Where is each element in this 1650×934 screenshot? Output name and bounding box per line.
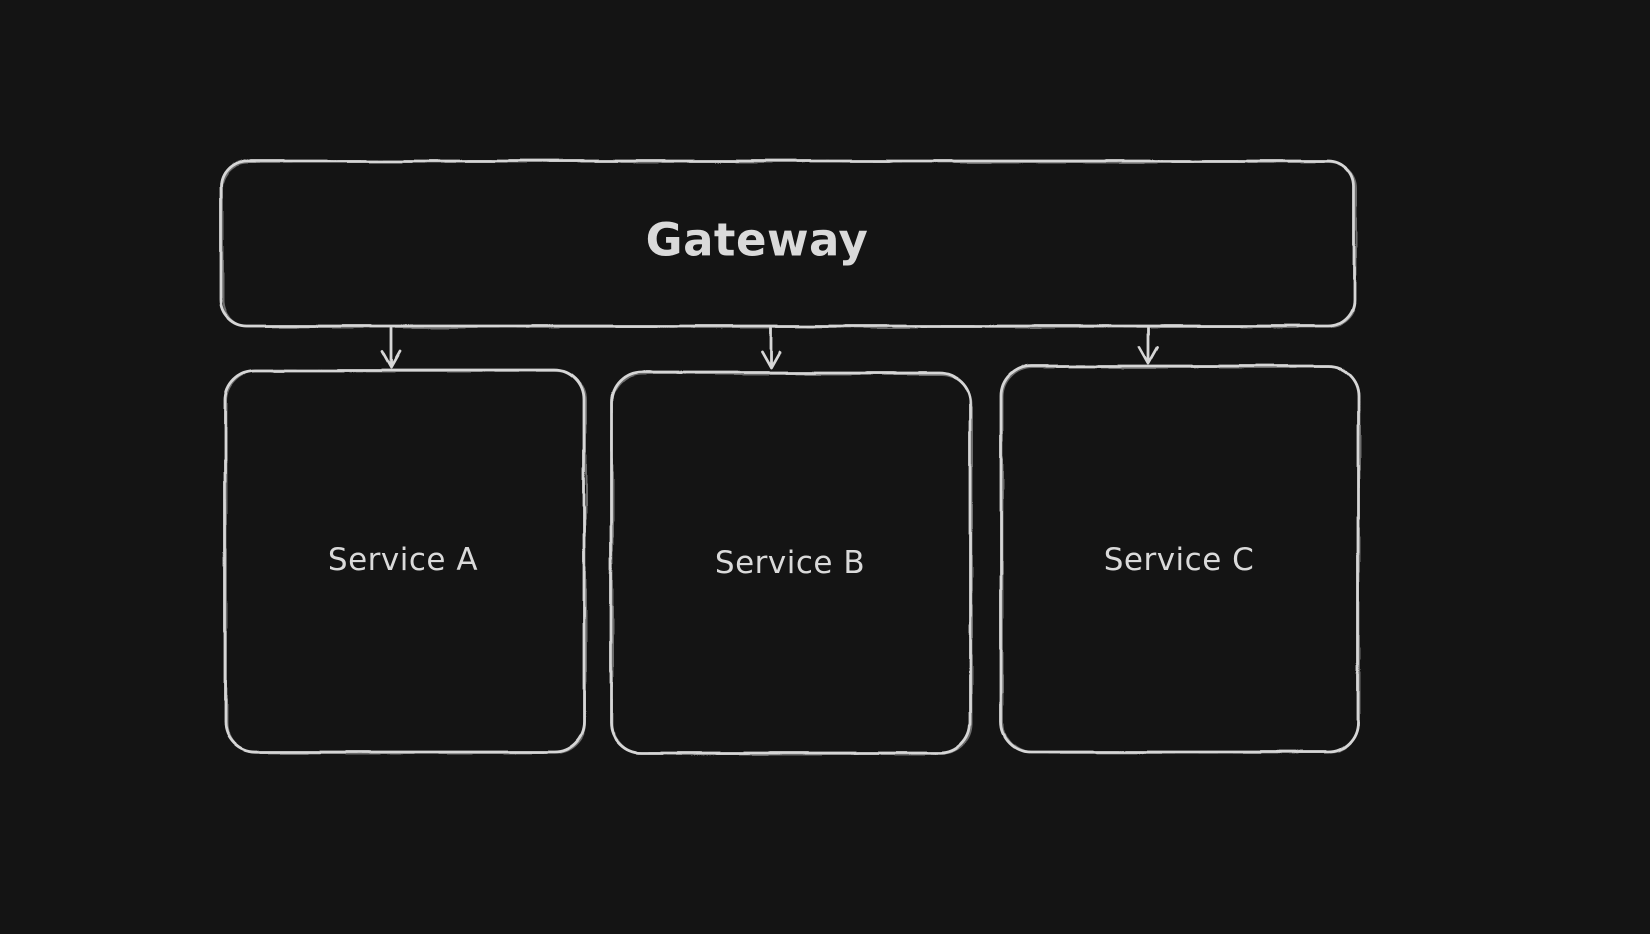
node-service-b-box xyxy=(609,371,972,755)
sketch-main-pass xyxy=(219,159,1360,755)
node-service-a-box xyxy=(223,368,586,754)
edge-gateway-service-a-arrow xyxy=(380,326,402,369)
node-service-b-label: Service B xyxy=(714,545,866,581)
node-service-c-box xyxy=(999,364,1360,754)
node-gateway-box xyxy=(219,159,1356,328)
edge-gateway-service-c-arrow xyxy=(1138,326,1160,365)
node-service-a-label: Service A xyxy=(327,542,479,578)
edge-gateway-service-b-arrow xyxy=(760,326,782,370)
node-gateway-label: Gateway xyxy=(645,213,869,267)
node-service-c-label: Service C xyxy=(1103,542,1255,578)
